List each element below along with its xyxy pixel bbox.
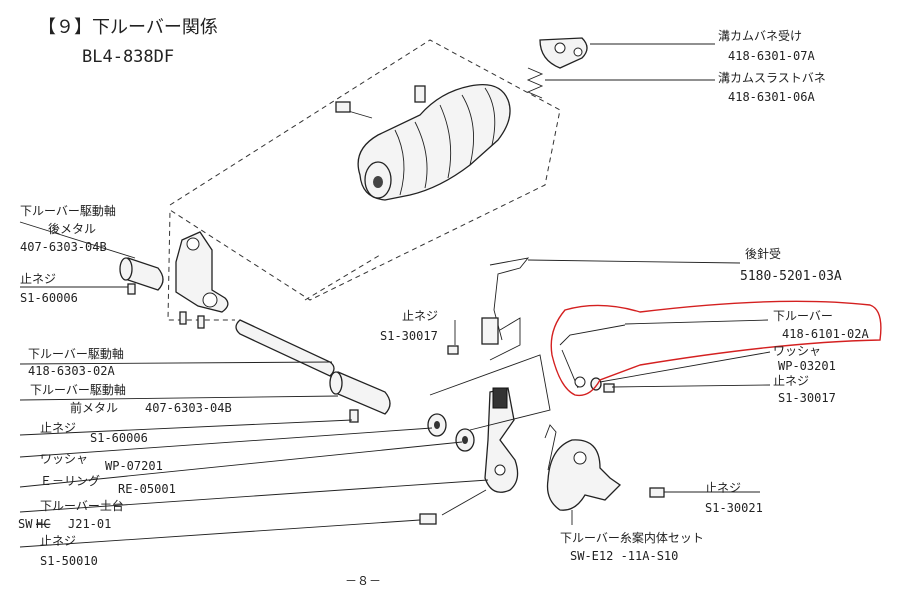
callout-washer-right: ワッシャ WP-03201 [773, 344, 836, 373]
callout-name: 下ルーバー糸案内体セット [560, 530, 704, 545]
screw-left-1-part [127, 283, 136, 295]
callout-name: 止ネジ [20, 272, 56, 286]
cam-thrust-spring-part [526, 67, 544, 99]
callout-cam-spring-holder: 溝カムバネ受け 418-6301-07A [718, 29, 815, 63]
assembly-boundary-inner [304, 254, 381, 301]
callout-drive-shaft: 下ルーバー駆動軸 418-6303-02A [28, 347, 124, 378]
callout-name: 下ルーバー駆動軸 [28, 347, 124, 361]
callout-louver-base: 下ルーバー土台 SW HC J21-01 [18, 498, 124, 531]
callout-name: 下ルーバー [773, 309, 833, 323]
callout-code: 418-6301-06A [728, 90, 815, 104]
callout-rear-needle-guard: 後針受 5180-5201-03A [740, 246, 842, 284]
screw-right-2-part [649, 487, 665, 498]
callout-washer-left: ワッシャ WP-07201 [40, 452, 163, 473]
callout-screw-left-2: 止ネジ S1-60006 [40, 421, 148, 445]
callout-sub: 前メタル [70, 400, 118, 415]
drive-shaft-bracket-part [175, 231, 229, 329]
callout-code: RE-05001 [118, 482, 176, 496]
callout-screw-right-1: 止ネジ S1-30017 [773, 374, 836, 405]
page-number: －８－ [345, 574, 381, 588]
callout-name: 止ネジ [40, 534, 76, 548]
front-metal-part [329, 371, 391, 415]
callout-code: SW-E12 -11A-S10 [570, 549, 678, 563]
callout-drive-shaft-rear: 下ルーバー駆動軸 後メタル 407-6303-04B [20, 204, 116, 254]
callout-code: S1-30021 [705, 501, 763, 515]
callout-name: 下ルーバー土台 [40, 498, 124, 513]
groove-cam-part [335, 83, 511, 201]
callout-name: ワッシャ [773, 344, 821, 358]
screw-left-3-part [419, 513, 437, 525]
callout-code: 5180-5201-03A [740, 269, 842, 284]
callout-name: 下ルーバー駆動軸 [20, 204, 116, 218]
leader-lines [19, 43, 771, 548]
callout-code: S1-60006 [20, 291, 78, 305]
cam-spring-holder-part [539, 37, 588, 69]
model-number: BL4-838DF [82, 47, 174, 67]
callout-thread-guide-set: 下ルーバー糸案内体セット SW-E12 -11A-S10 [560, 530, 704, 563]
callout-code: 418-6101-02A [782, 327, 869, 341]
callout-name: 下ルーバー駆動軸 [30, 383, 126, 397]
screw-right-1-part [603, 383, 615, 393]
plate-outline [429, 354, 551, 431]
callout-e-ring: Ｅ－リング RE-05001 [40, 474, 176, 496]
callout-code: 418-6301-07A [728, 49, 815, 63]
callout-screw-center: 止ネジ S1-30017 [380, 309, 438, 343]
callout-cam-thrust-spring: 溝カムスラストバネ 418-6301-06A [718, 71, 826, 104]
callout-name: ワッシャ [40, 452, 88, 466]
callout-code: 418-6303-02A [28, 364, 115, 378]
rear-needle-guard-part [481, 257, 530, 361]
callout-prefix: SW [18, 517, 33, 531]
louver-base-part [441, 387, 519, 516]
washer-right-part [590, 377, 602, 391]
callout-name: 止ネジ [773, 374, 809, 388]
callout-code: S1-30017 [380, 329, 438, 343]
callout-screw-right-2: 止ネジ S1-30021 [705, 481, 763, 515]
callout-lower-louver: 下ルーバー 418-6101-02A [773, 309, 869, 341]
callout-name: 溝カムバネ受け [718, 29, 802, 43]
washer-left-part [427, 413, 447, 437]
lower-louver-part [559, 324, 626, 389]
callout-name: 止ネジ [402, 309, 438, 323]
screw-left-2-part [349, 409, 359, 423]
callout-screw-left-3: 止ネジ S1-50010 [40, 534, 98, 568]
callout-code: S1-50010 [40, 554, 98, 568]
callout-name: Ｅ－リング [40, 474, 100, 488]
callout-code: 407-6303-04B [145, 401, 232, 415]
callout-name: 止ネジ [40, 421, 76, 435]
e-ring-part [455, 428, 475, 452]
callout-code: 407-6303-04B [20, 240, 107, 254]
rear-metal-part [119, 257, 164, 291]
callout-code: J21-01 [68, 517, 111, 531]
callout-name: 後針受 [745, 246, 781, 261]
callout-sub: 後メタル [48, 222, 96, 236]
thread-guide-set-part [544, 424, 622, 511]
highlight-outline [550, 300, 882, 397]
callout-code: S1-30017 [778, 391, 836, 405]
callout-drive-shaft-front: 下ルーバー駆動軸 前メタル 407-6303-04B [30, 383, 232, 415]
screw-center-part [447, 345, 459, 355]
callout-name: 溝カムスラストバネ [718, 71, 826, 85]
callout-screw-left-1: 止ネジ S1-60006 [20, 272, 78, 305]
callout-name: 止ネジ [705, 481, 741, 495]
callout-code: WP-03201 [778, 359, 836, 373]
callout-code: S1-60006 [90, 431, 148, 445]
callout-code: WP-07201 [105, 459, 163, 473]
callout-struck: HC [36, 517, 50, 531]
drive-shaft-part [235, 319, 335, 377]
diagram-title: 【９】下ルーバー関係 [38, 17, 218, 38]
